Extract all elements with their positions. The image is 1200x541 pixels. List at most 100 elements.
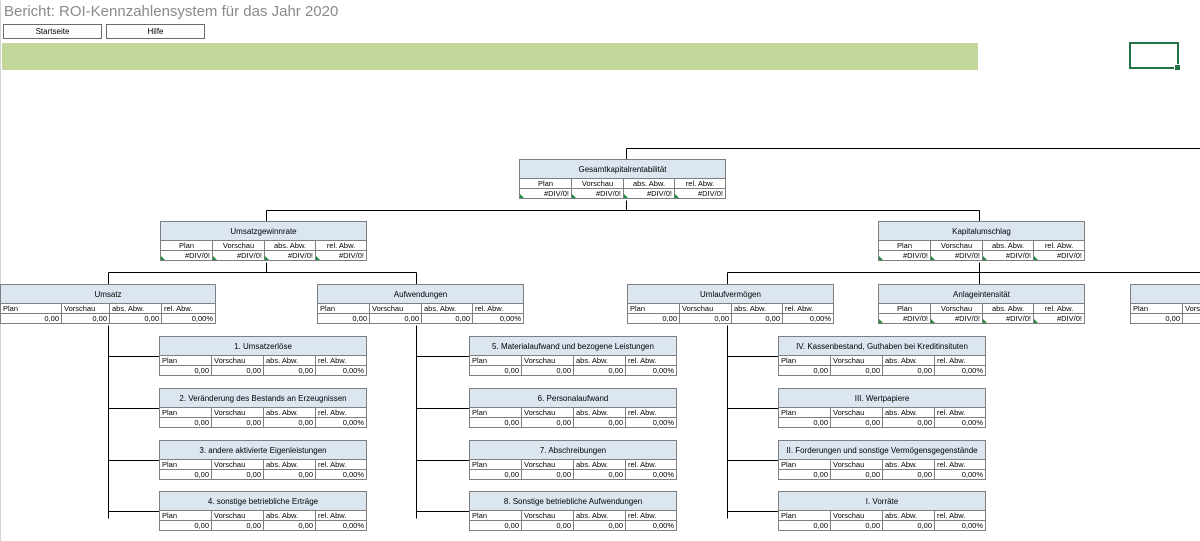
column-label-forecast[interactable]: Vorschau <box>211 460 263 470</box>
column-label-forecast[interactable]: Vorschau <box>521 408 573 418</box>
column-label-forecast[interactable]: Vorschau <box>61 304 109 314</box>
kpi-box-title[interactable]: Umsatz <box>0 284 216 304</box>
value-cell-rel[interactable]: 0,00% <box>625 521 677 531</box>
value-cell-plan[interactable]: 0,00 <box>469 470 521 480</box>
value-cell-plan[interactable]: #DIV/0! <box>519 189 571 199</box>
value-cell-rel[interactable]: #DIV/0! <box>1033 251 1085 261</box>
column-label-abs[interactable]: abs. Abw. <box>573 408 625 418</box>
kpi-box-title[interactable]: Kapitalumschlag <box>878 221 1085 241</box>
column-label-forecast[interactable]: Vorschau <box>521 356 573 366</box>
fill-handle[interactable] <box>1174 64 1181 71</box>
value-cell-forecast[interactable]: 0,00 <box>830 470 882 480</box>
value-cell-abs[interactable]: 0,00 <box>263 470 315 480</box>
column-label-forecast[interactable]: Vorschau <box>830 460 882 470</box>
kpi-box-title[interactable]: Umsatzgewinnrate <box>160 221 367 241</box>
column-label-plan[interactable]: Plan <box>878 304 930 314</box>
value-cell-forecast[interactable]: 0,00 <box>211 470 263 480</box>
column-label-rel[interactable]: rel. Abw. <box>934 356 986 366</box>
column-label-forecast[interactable]: Vorschau <box>930 304 982 314</box>
column-label-rel[interactable]: rel. Abw. <box>315 460 367 470</box>
column-label-abs[interactable]: abs. Abw. <box>263 408 315 418</box>
column-label-rel[interactable]: rel. Abw. <box>1033 241 1085 251</box>
hilfe-button[interactable]: Hilfe <box>106 24 205 39</box>
value-cell-abs[interactable]: 0,00 <box>421 314 472 324</box>
column-label-abs[interactable]: abs. Abw. <box>263 511 315 521</box>
column-label-forecast[interactable]: Vorschau <box>830 408 882 418</box>
column-label-abs[interactable]: abs. Abw. <box>421 304 472 314</box>
value-cell-abs[interactable]: 0,00 <box>882 521 934 531</box>
kpi-box-title[interactable]: Gesamtkapitalrentabilität <box>519 159 726 179</box>
value-cell-plan[interactable]: 0,00 <box>0 314 61 324</box>
column-label-plan[interactable]: Plan <box>778 460 830 470</box>
column-label-abs[interactable]: abs. Abw. <box>263 356 315 366</box>
value-cell-plan[interactable]: #DIV/0! <box>160 251 212 261</box>
value-cell-forecast[interactable]: #DIV/0! <box>212 251 264 261</box>
column-label-forecast[interactable]: Vorschau <box>212 241 264 251</box>
value-cell-abs[interactable]: 0,00 <box>573 521 625 531</box>
column-label-plan[interactable]: Plan <box>778 408 830 418</box>
value-cell-abs[interactable]: 0,00 <box>573 470 625 480</box>
value-cell-rel[interactable]: #DIV/0! <box>1033 314 1085 324</box>
column-label-plan[interactable]: Plan <box>778 356 830 366</box>
column-label-forecast[interactable]: Vorschau <box>679 304 731 314</box>
kpi-box-title[interactable] <box>1130 284 1200 304</box>
value-cell-plan[interactable]: 0,00 <box>159 470 211 480</box>
column-label-forecast[interactable]: Vorschau <box>211 408 263 418</box>
column-label-rel[interactable]: rel. Abw. <box>934 511 986 521</box>
value-cell-plan[interactable]: 0,00 <box>1130 314 1182 324</box>
value-cell-forecast[interactable]: 0,00 <box>61 314 109 324</box>
kpi-box-title[interactable]: I. Vorräte <box>778 491 986 511</box>
kpi-box-title[interactable]: Anlageintensität <box>878 284 1085 304</box>
value-cell-rel[interactable]: 0,00% <box>315 366 367 376</box>
column-label-abs[interactable]: abs. Abw. <box>264 241 315 251</box>
value-cell-plan[interactable]: 0,00 <box>317 314 369 324</box>
value-cell-plan[interactable]: 0,00 <box>778 418 830 428</box>
value-cell-plan[interactable]: 0,00 <box>778 470 830 480</box>
column-label-plan[interactable]: Plan <box>317 304 369 314</box>
column-label-abs[interactable]: abs. Abw. <box>882 356 934 366</box>
kpi-box-title[interactable]: 2. Veränderung des Bestands an Erzeugnis… <box>159 388 367 408</box>
value-cell-abs[interactable]: #DIV/0! <box>264 251 315 261</box>
value-cell-rel[interactable]: 0,00% <box>625 366 677 376</box>
kpi-box-title[interactable]: 5. Materialaufwand und bezogene Leistung… <box>469 336 677 356</box>
value-cell-abs[interactable]: 0,00 <box>573 418 625 428</box>
value-cell-rel[interactable]: 0,00% <box>625 418 677 428</box>
column-label-rel[interactable]: rel. Abw. <box>934 460 986 470</box>
column-label-plan[interactable]: Plan <box>469 460 521 470</box>
value-cell-forecast[interactable]: 0,00 <box>369 314 421 324</box>
value-cell-abs[interactable]: 0,00 <box>109 314 161 324</box>
value-cell-abs[interactable]: 0,00 <box>882 470 934 480</box>
column-label-plan[interactable]: Plan <box>159 460 211 470</box>
value-cell-rel[interactable]: 0,00% <box>625 470 677 480</box>
column-label-rel[interactable]: rel. Abw. <box>161 304 216 314</box>
value-cell-plan[interactable]: #DIV/0! <box>878 314 930 324</box>
value-cell-forecast[interactable]: 0,00 <box>830 521 882 531</box>
column-label-rel[interactable]: rel. Abw. <box>625 356 677 366</box>
value-cell-rel[interactable]: 0,00% <box>934 418 986 428</box>
value-cell-plan[interactable]: 0,00 <box>159 418 211 428</box>
value-cell-abs[interactable]: 0,00 <box>263 521 315 531</box>
column-label-abs[interactable]: abs. Abw. <box>982 304 1033 314</box>
column-label-plan[interactable]: Plan <box>778 511 830 521</box>
column-label-plan[interactable]: Plan <box>160 241 212 251</box>
value-cell-forecast[interactable]: 0,00 <box>521 366 573 376</box>
kpi-box-title[interactable]: II. Forderungen und sonstige Vermögensge… <box>778 440 986 460</box>
value-cell-forecast[interactable]: 0,00 <box>211 521 263 531</box>
value-cell-rel[interactable]: 0,00% <box>315 470 367 480</box>
column-label-plan[interactable]: Plan <box>159 511 211 521</box>
column-label-forecast[interactable]: Vorschau <box>211 356 263 366</box>
column-label-forecast[interactable]: Vorschau <box>521 460 573 470</box>
column-label-plan[interactable]: Plan <box>469 356 521 366</box>
value-cell-forecast[interactable]: 0,00 <box>679 314 731 324</box>
column-label-rel[interactable]: rel. Abw. <box>315 241 367 251</box>
value-cell-abs[interactable]: #DIV/0! <box>982 314 1033 324</box>
column-label-rel[interactable]: rel. Abw. <box>625 408 677 418</box>
value-cell-rel[interactable]: 0,00% <box>934 366 986 376</box>
column-label-forecast[interactable]: Vorschau <box>521 511 573 521</box>
column-label-plan[interactable]: Plan <box>469 511 521 521</box>
column-label-abs[interactable]: abs. Abw. <box>573 356 625 366</box>
column-label-rel[interactable]: rel. Abw. <box>472 304 524 314</box>
column-label-forecast[interactable]: Vorschau <box>1182 304 1200 314</box>
column-label-rel[interactable]: rel. Abw. <box>315 408 367 418</box>
startseite-button[interactable]: Startseite <box>3 24 102 39</box>
